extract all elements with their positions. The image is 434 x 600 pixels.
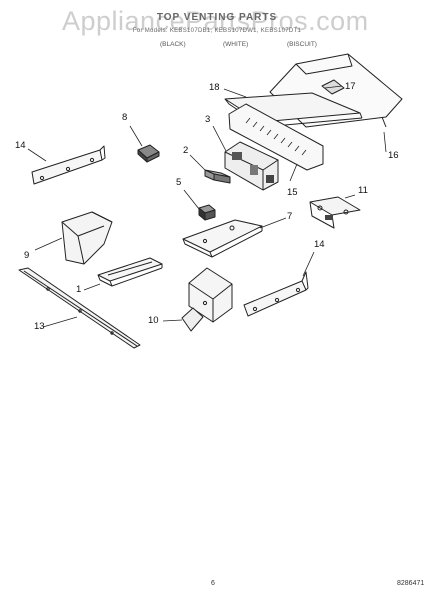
callout-1: 1 (76, 284, 82, 295)
part-11-hinge (309, 196, 361, 229)
part-7-plate (182, 219, 263, 258)
callout-18: 18 (209, 82, 220, 93)
part-3-blower (224, 141, 279, 191)
callout-16: 16 (388, 150, 399, 161)
color-white: (WHITE) (223, 41, 249, 48)
part-14-left-bracket (31, 145, 106, 185)
watermark-text: AppliancePartsPros.com (62, 6, 369, 36)
callout-11: 11 (358, 185, 368, 196)
part-15-vent-bracket (228, 103, 324, 171)
page-number: 6 (211, 580, 215, 587)
leader-lines (27, 85, 387, 328)
callout-2: 2 (183, 145, 189, 156)
callout-3: 3 (205, 114, 211, 125)
callout-5: 5 (176, 177, 182, 188)
color-biscuit: (BISCUIT) (287, 41, 317, 48)
callout-14-left: 14 (15, 140, 26, 151)
callout-10: 10 (148, 315, 159, 326)
part-1-strip (97, 257, 163, 287)
color-black: (BLACK) (160, 41, 186, 48)
part-10-bracket (181, 267, 233, 332)
part-2-block (204, 169, 231, 184)
callout-14-right: 14 (314, 239, 325, 250)
document-number: 8286471 (397, 580, 425, 587)
part-9-duct (61, 211, 113, 265)
callout-7: 7 (287, 211, 293, 222)
callout-8: 8 (122, 112, 128, 123)
part-8-knob (137, 144, 160, 163)
callout-15: 15 (287, 187, 298, 198)
part-5-switch (198, 204, 216, 221)
part-13-rail (18, 267, 141, 349)
model-list: For Models: KEBS107DB1, KEBS107DW1, KEBS… (132, 28, 302, 34)
callout-13: 13 (34, 321, 45, 332)
callout-17: 17 (345, 81, 356, 92)
callout-9: 9 (24, 250, 30, 261)
part-14-right-bracket (243, 271, 309, 317)
diagram-title: TOP VENTING PARTS (156, 12, 278, 23)
